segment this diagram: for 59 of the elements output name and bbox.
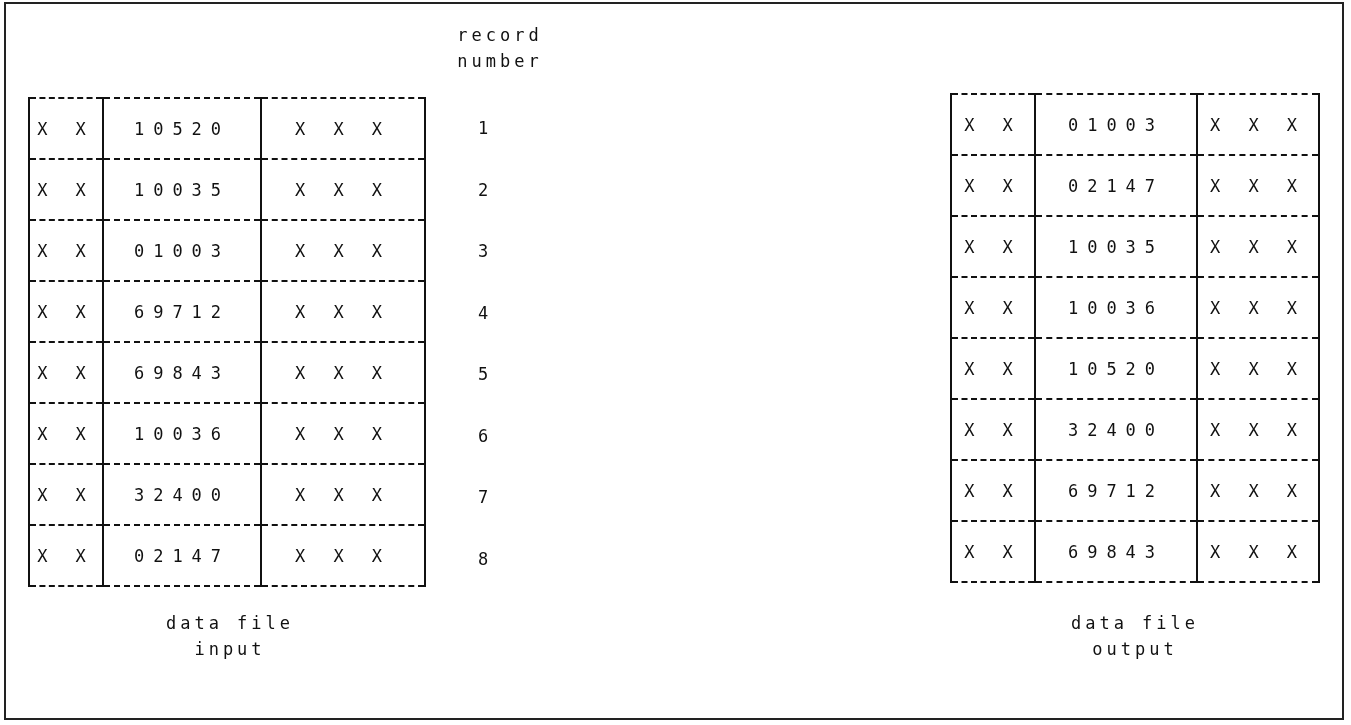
- record-number: 8: [476, 548, 494, 569]
- table-cell: 02147: [1035, 155, 1197, 216]
- table-cell: X X: [29, 342, 103, 403]
- table-cell: X X: [951, 216, 1035, 277]
- table-cell: X X X: [261, 220, 425, 281]
- table-cell: X X: [29, 220, 103, 281]
- table-cell: 69843: [103, 342, 261, 403]
- table-cell: X X X: [1197, 216, 1319, 277]
- table-cell: 10520: [1035, 338, 1197, 399]
- table-cell: X X X: [261, 281, 425, 342]
- table-cell: X X: [951, 155, 1035, 216]
- table-cell: 10036: [1035, 277, 1197, 338]
- table-cell: 69843: [1035, 521, 1197, 582]
- table-cell: X X: [951, 338, 1035, 399]
- table-cell: X X: [951, 460, 1035, 521]
- table-cell: X X: [951, 521, 1035, 582]
- table-cell: X X: [29, 464, 103, 525]
- table-cell: X X: [951, 277, 1035, 338]
- table-cell: 69712: [1035, 460, 1197, 521]
- table-cell: 10520: [103, 98, 261, 159]
- record-number: 7: [476, 487, 494, 507]
- table-cell: 10036: [103, 403, 261, 464]
- record-number: 3: [476, 241, 494, 261]
- record-number: 6: [476, 425, 494, 446]
- record-number: 1: [476, 118, 494, 138]
- record-number: 4: [476, 302, 494, 323]
- table-cell: X X: [29, 525, 103, 586]
- table-caption: data file input: [164, 612, 296, 661]
- table-cell: X X X: [1197, 94, 1319, 155]
- table-cell: X X X: [261, 403, 425, 464]
- table-cell: 02147: [103, 525, 261, 586]
- table-cell: X X: [29, 403, 103, 464]
- table-cell: X X X: [261, 525, 425, 586]
- table-cell: 10035: [1035, 216, 1197, 277]
- table-cell: X X X: [261, 342, 425, 403]
- table-cell: X X: [29, 281, 103, 342]
- table-cell: 01003: [1035, 94, 1197, 155]
- table-cell: X X X: [1197, 399, 1319, 460]
- table-cell: X X: [951, 399, 1035, 460]
- table-cell: X X X: [1197, 460, 1319, 521]
- column-heading: record number: [456, 24, 544, 73]
- table-cell: X X X: [1197, 521, 1319, 582]
- table-cell: X X X: [261, 159, 425, 220]
- table-cell: X X X: [1197, 155, 1319, 216]
- table-cell: X X X: [1197, 277, 1319, 338]
- table-cell: X X: [29, 98, 103, 159]
- table-cell: X X: [29, 159, 103, 220]
- table-cell: 10035: [103, 159, 261, 220]
- table-cell: X X: [951, 94, 1035, 155]
- record-number: 5: [476, 364, 494, 384]
- table-cell: X X X: [261, 464, 425, 525]
- record-number: 2: [476, 179, 494, 200]
- table-cell: X X X: [1197, 338, 1319, 399]
- table-caption: data file output: [1069, 612, 1201, 661]
- table-cell: 32400: [1035, 399, 1197, 460]
- table-cell: X X X: [261, 98, 425, 159]
- table-cell: 32400: [103, 464, 261, 525]
- table-cell: 69712: [103, 281, 261, 342]
- table-cell: 01003: [103, 220, 261, 281]
